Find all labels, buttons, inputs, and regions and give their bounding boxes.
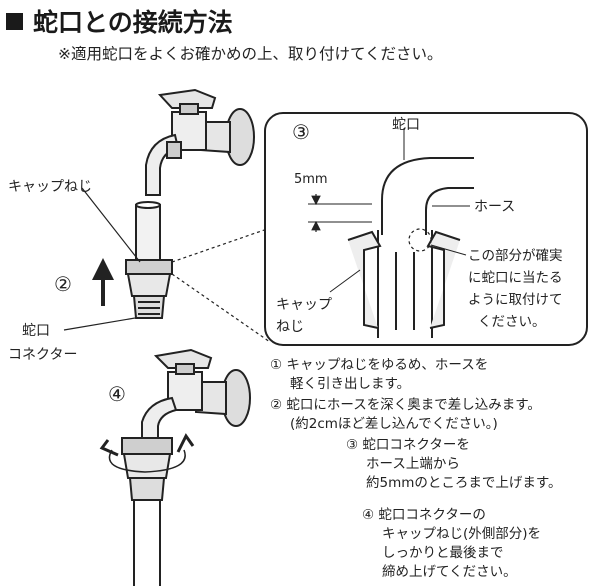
callout-line2: に蛇口に当たる [468,270,563,286]
callout-line3: ように取付けて [468,292,563,308]
step2-marker: ② [54,272,72,296]
leader-lines [63,187,271,343]
applicable-faucet-note: ※適用蛇口をよくお確かめの上、取り付けてください。 [58,45,443,63]
step3-line2: ホース上端から [366,456,460,472]
faucet-connector-label-line2: コネクター [8,347,78,363]
step3-line3: 約5mmのところまで上げます。 [366,475,562,491]
step1-line2: 軽く引き出します。 [290,376,411,392]
instruction-step4: ④ 蛇口コネクターの キャップねじ(外側部分)を しっかりと最後まで 締め上げて… [362,506,541,582]
title-square-icon [6,13,23,30]
step4-line4: 締め上げてください。 [382,564,517,580]
page-title-text: 蛇口との接続方法 [33,8,233,37]
detail-cap-screw-label-line1: キャップ [276,297,332,313]
push-up-arrow-icon [92,258,114,306]
top-faucet-drawing [145,88,255,196]
callout-line1: この部分が確実 [468,248,563,264]
cap-screw-label: キャップねじ [8,179,92,195]
detail-hose-label: ホース [474,199,516,215]
detail-faucet-label: 蛇口 [392,117,420,133]
page-title: 蛇口との接続方法 [6,3,233,39]
step2-line2: (約2cmほど差し込んでください。) [290,416,498,432]
hose-and-connector [125,201,173,319]
instruction-step2: ② 蛇口にホースを深く奥まで差し込みます。 (約2cmほど差し込んでください。) [270,396,541,434]
step3-line1: ③ 蛇口コネクターを [346,437,470,453]
step4-line1: ④ 蛇口コネクターの [362,507,486,523]
instruction-step1: ① キャップねじをゆるめ、ホースを 軽く引き出します。 [270,356,488,394]
instruction-step3: ③ 蛇口コネクターを ホース上端から 約5mmのところまで上げます。 [346,436,562,493]
detail-cross-section [308,128,474,338]
faucet-connector-label-line1: 蛇口 [22,323,50,339]
step4-line2: キャップねじ(外側部分)を [382,526,542,542]
step3-marker: ③ [292,120,310,144]
detail-5mm-label: 5mm [294,172,328,187]
step1-line1: ① キャップねじをゆるめ、ホースを [270,357,489,373]
step4-marker: ④ [108,382,126,406]
callout-line4: ください。 [478,314,546,330]
detail-cap-screw-label-line2: ねじ [276,319,304,335]
rotate-right-arrow-icon [176,433,195,453]
bottom-faucet-drawing [108,348,251,586]
rotate-left-arrow-icon [99,439,119,457]
step2-line1: ② 蛇口にホースを深く奥まで差し込みます。 [270,397,541,413]
step4-line3: しっかりと最後まで [382,545,504,561]
